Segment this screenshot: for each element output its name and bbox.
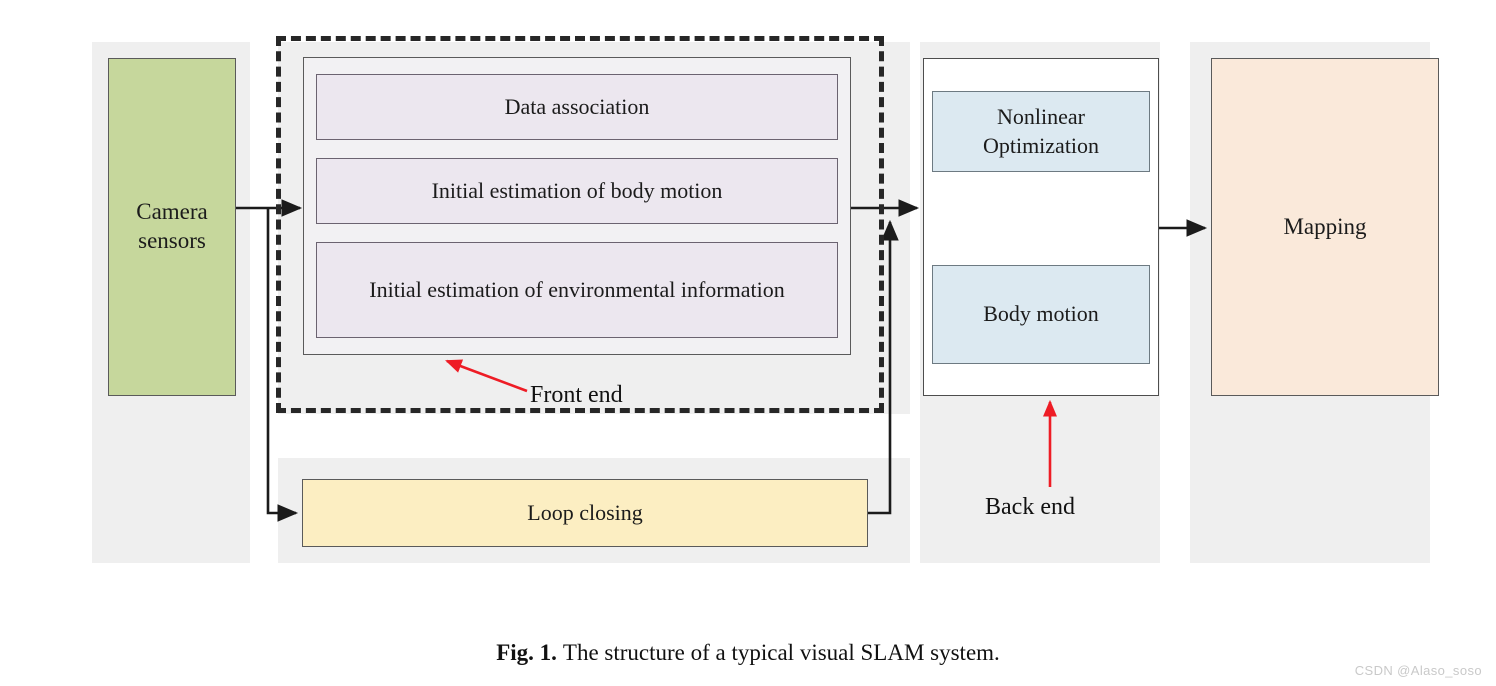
initial-estimation-environmental-label: Initial estimation of environmental info… — [369, 276, 785, 302]
mapping-label: Mapping — [1283, 213, 1367, 239]
annotation-label-front-end: Front end — [530, 382, 623, 408]
figure-caption-text: The structure of a typical visual SLAM s… — [562, 640, 1000, 665]
body-motion-label: Body motion — [983, 301, 1099, 327]
node-body-motion[interactable]: Body motion — [932, 265, 1150, 364]
panel-frontend-gap — [278, 414, 910, 458]
node-initial-estimation-body-motion[interactable]: Initial estimation of body motion — [316, 158, 838, 224]
nonlinear-optimization-label-line1: Nonlinear — [997, 103, 1085, 129]
node-initial-estimation-environmental-information[interactable]: Initial estimation of environmental info… — [316, 242, 838, 338]
camera-label-line2: sensors — [138, 228, 206, 253]
initial-estimation-body-motion-label: Initial estimation of body motion — [431, 177, 723, 203]
nonlinear-optimization-label-line2: Optimization — [982, 132, 1100, 158]
watermark: CSDN @Alaso_soso — [1354, 663, 1482, 678]
loop-closing-label: Loop closing — [527, 500, 643, 526]
annotation-label-back-end: Back end — [985, 494, 1075, 520]
figure-caption: Fig. 1.The structure of a typical visual… — [0, 640, 1496, 666]
frontend-dashed-boundary — [276, 36, 884, 413]
figure-number: Fig. 1. — [496, 640, 557, 665]
data-association-label: Data association — [504, 93, 650, 119]
camera-label-line1: Camera — [136, 199, 208, 225]
node-mapping[interactable]: Mapping — [1211, 58, 1439, 396]
node-loop-closing[interactable]: Loop closing — [302, 479, 868, 547]
node-nonlinear-optimization[interactable]: Nonlinear Optimization — [932, 91, 1150, 172]
node-data-association[interactable]: Data association — [316, 74, 838, 140]
node-camera-sensors[interactable]: Camera sensors — [108, 58, 236, 396]
